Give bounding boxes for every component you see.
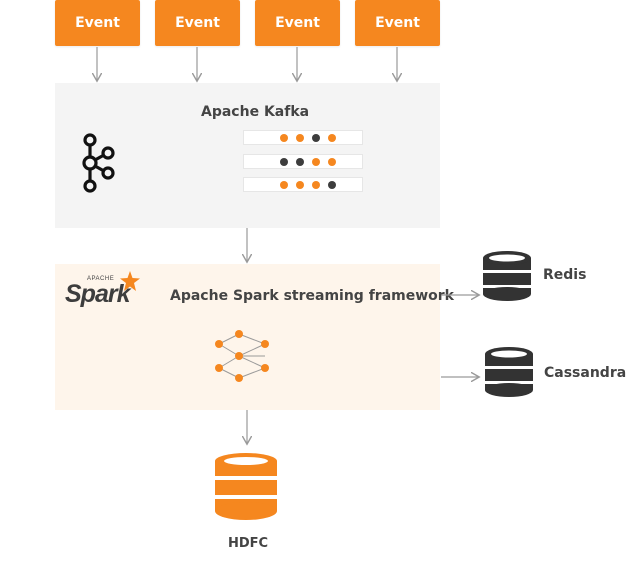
hdfc-label: HDFC — [228, 536, 269, 551]
event-box-3: Event — [255, 0, 340, 46]
queue-message-dot — [312, 158, 320, 166]
event-label: Event — [175, 15, 220, 31]
stream-graph-icon — [215, 330, 269, 382]
queue-message-dot — [328, 158, 336, 166]
event-box-4: Event — [355, 0, 440, 46]
queue-message-dot — [280, 181, 288, 189]
kafka-queue-row-2 — [243, 154, 363, 169]
redis-label: Redis — [543, 267, 587, 283]
queue-message-dot — [296, 158, 304, 166]
cassandra-label: Cassandra — [544, 365, 627, 381]
kafka-title: Apache Kafka — [201, 104, 310, 120]
redis-database-icon — [483, 251, 531, 301]
kafka-logo-icon — [82, 133, 115, 193]
spark-star-icon — [120, 271, 140, 291]
spark-logo-word: Spark — [65, 280, 130, 308]
kafka-queue-row-3 — [243, 177, 363, 192]
event-label: Event — [275, 15, 320, 31]
event-label: Event — [375, 15, 420, 31]
spark-logo-super: APACHE — [87, 276, 115, 282]
queue-message-dot — [312, 181, 320, 189]
queue-message-dot — [312, 134, 320, 142]
queue-message-dot — [280, 134, 288, 142]
hdfc-database-icon — [215, 453, 277, 520]
queue-message-dot — [296, 181, 304, 189]
spark-logo: APACHE Spark — [65, 270, 145, 310]
queue-message-dot — [296, 134, 304, 142]
event-label: Event — [75, 15, 120, 31]
queue-message-dot — [328, 181, 336, 189]
spark-panel: APACHE Spark Apache Spark streaming fram… — [55, 264, 454, 410]
cassandra-database-icon — [485, 347, 533, 397]
queue-message-dot — [328, 134, 336, 142]
spark-title: Apache Spark streaming framework — [170, 288, 454, 304]
queue-message-dot — [280, 158, 288, 166]
kafka-panel: Apache Kafka — [55, 83, 440, 228]
kafka-queue-row-1 — [243, 130, 363, 145]
event-box-2: Event — [155, 0, 240, 46]
event-box-1: Event — [55, 0, 140, 46]
